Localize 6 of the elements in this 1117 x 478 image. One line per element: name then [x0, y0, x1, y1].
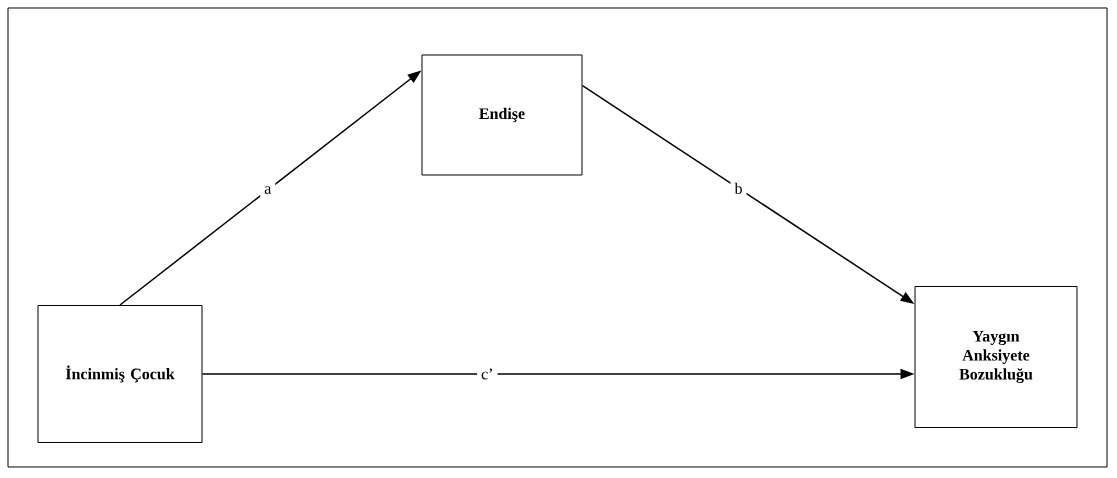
box: İncinmiş Çocuk: [37, 305, 203, 443]
edge-label: a: [260, 182, 276, 198]
box: Yaygın Anksiyete Bozukluğu: [914, 286, 1078, 428]
edge-label: b: [730, 178, 747, 198]
box: Endişe: [421, 54, 583, 176]
edge-label: c’: [477, 364, 498, 384]
